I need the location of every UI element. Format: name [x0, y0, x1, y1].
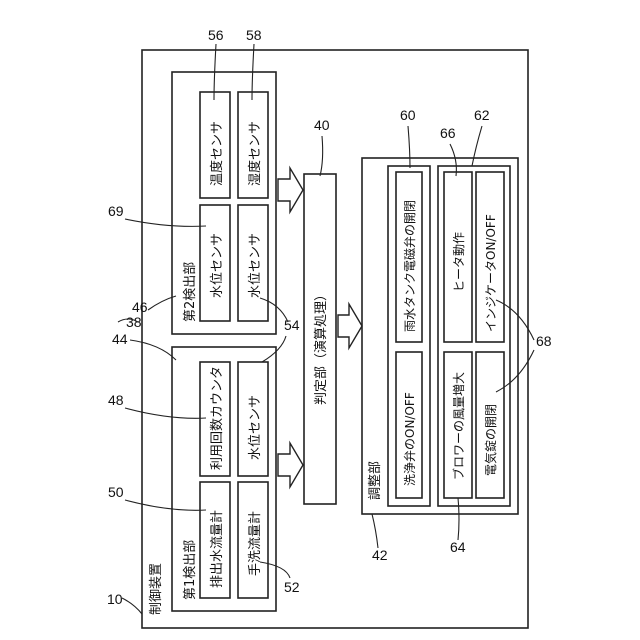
e-lock-label: 電気錠の開閉 — [483, 404, 498, 476]
hand-wash-flow-meter-label: 手洗流量計 — [247, 511, 263, 576]
ref-60: 60 — [400, 107, 416, 123]
ref-62: 62 — [474, 107, 490, 123]
lead-62 — [472, 126, 482, 166]
lead-48 — [125, 408, 206, 418]
ref-66: 66 — [440, 125, 456, 141]
water-level-sensor-3-label: 水位センサ — [248, 233, 263, 298]
heater-label: ヒータ動作 — [452, 232, 466, 292]
second-detection-label: 第2検出部 — [183, 262, 198, 322]
temperature-sensor-label: 温度センサ — [209, 121, 225, 186]
ref-69: 69 — [108, 203, 124, 219]
lead-44 — [130, 340, 176, 360]
water-level-sensor-1-label: 水位センサ — [248, 395, 263, 460]
lead-40 — [320, 136, 323, 176]
judgment-unit-label: 判定部（演算処理） — [313, 288, 329, 405]
lead-60 — [408, 126, 410, 168]
lead-10 — [122, 598, 142, 614]
ref-10: 10 — [107, 591, 123, 607]
ref-58: 58 — [246, 27, 262, 43]
lead-64 — [458, 498, 459, 540]
arrow-second-to-judgment — [278, 168, 303, 212]
wash-valve-label: 洗浄弁のON/OFF — [402, 392, 417, 486]
usage-counter-label: 利用回数カウンタ — [210, 366, 225, 470]
ref-52: 52 — [284, 579, 300, 595]
humidity-sensor-label: 湿度センサ — [247, 121, 263, 186]
ref-68: 68 — [536, 333, 552, 349]
ref-48: 48 — [108, 392, 124, 408]
discharge-flow-meter-label: 排出水流量計 — [209, 510, 225, 588]
ref-40: 40 — [314, 117, 330, 133]
blower-label: ブロワーの風量増大 — [451, 372, 466, 480]
first-detection-label: 第1検出部 — [183, 540, 198, 600]
ref-50: 50 — [108, 484, 124, 500]
arrow-first-to-judgment — [278, 443, 303, 487]
ref-56: 56 — [208, 27, 224, 43]
lead-69 — [125, 219, 206, 226]
ref-46: 46 — [132, 299, 148, 315]
lead-54-a — [262, 336, 286, 362]
lead-42 — [372, 514, 378, 548]
water-level-sensor-2-label: 水位センサ — [210, 233, 225, 298]
adjustment-label: 調整部 — [368, 461, 383, 500]
lead-50 — [125, 500, 206, 510]
indicator-label: インジケータON/OFF — [484, 214, 498, 332]
ref-64: 64 — [450, 539, 466, 555]
ref-38: 38 — [126, 314, 142, 330]
arrow-judgment-to-adjustment — [338, 304, 362, 348]
rain-tank-valve-label: 雨水タンク電磁弁の開閉 — [402, 200, 417, 332]
ref-44: 44 — [112, 331, 128, 347]
control-device-label: 制御装置 — [149, 563, 164, 615]
ref-42: 42 — [372, 547, 388, 563]
